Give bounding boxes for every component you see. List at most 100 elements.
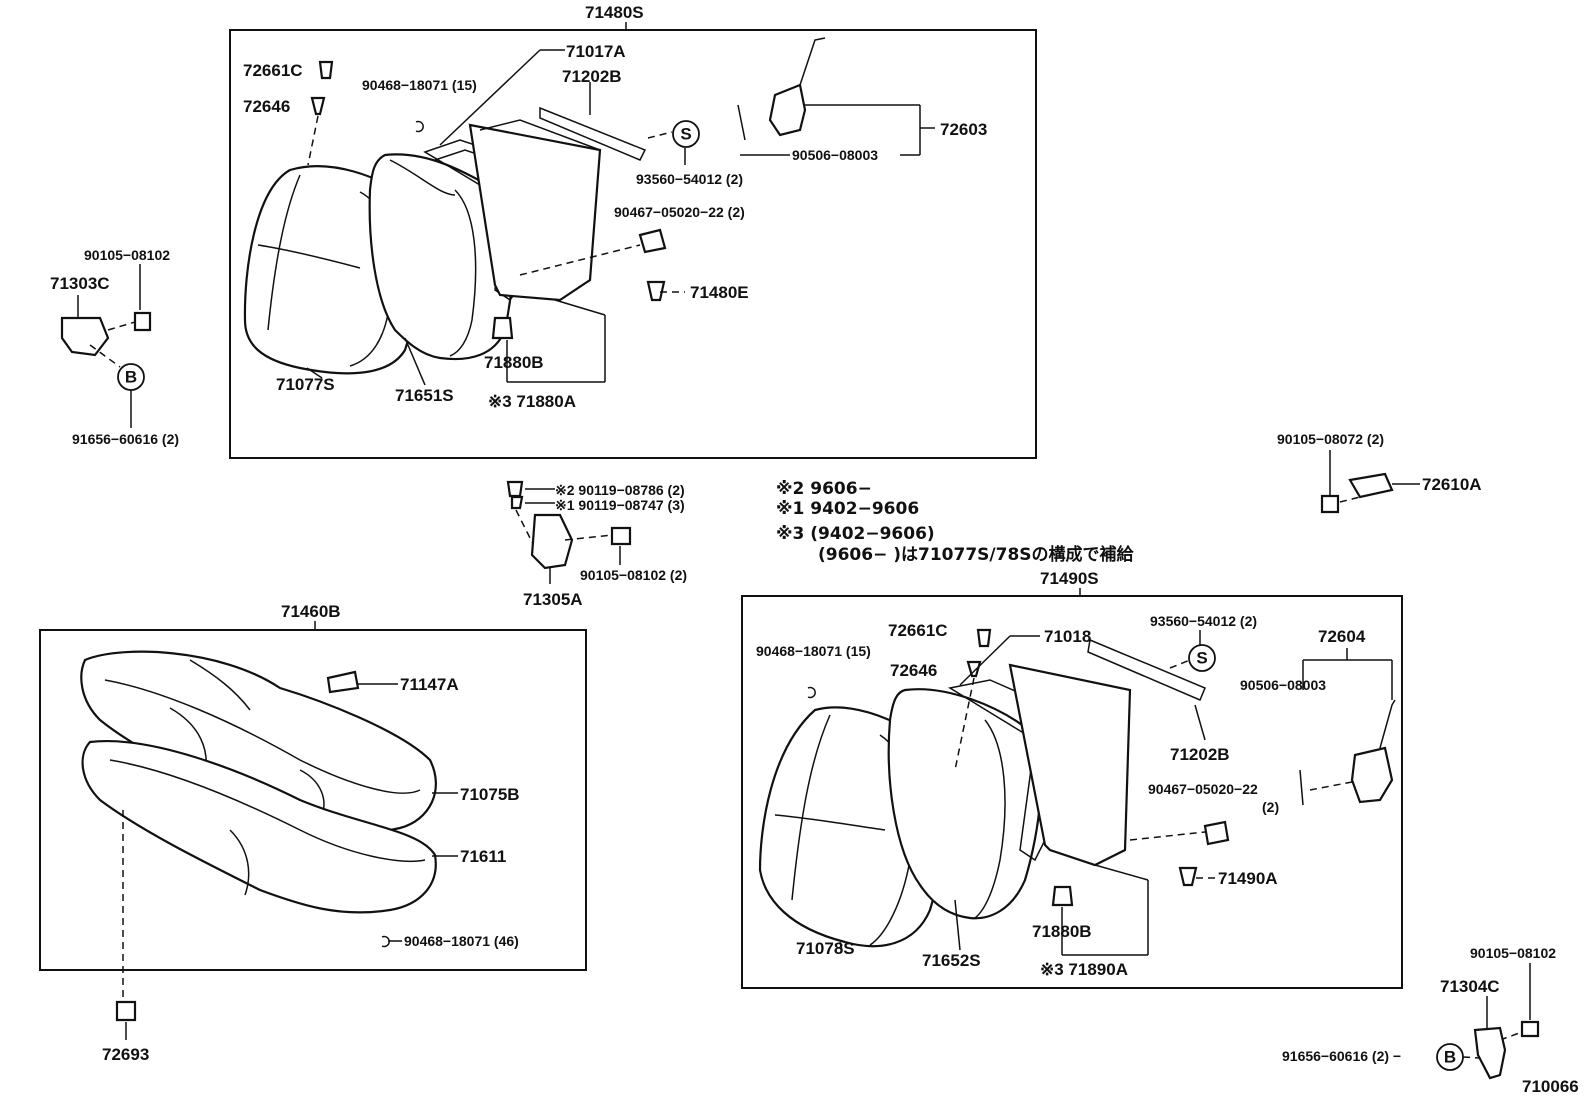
callout-s-text: S xyxy=(680,125,691,144)
bolt-90119-icon xyxy=(506,480,524,498)
label-72610A: 72610A xyxy=(1422,475,1482,494)
label-71304C: 71304C xyxy=(1440,977,1500,996)
callout-b-right-text: B xyxy=(1444,1048,1456,1067)
label-93560-54012-right: 93560−54012 (2) xyxy=(1150,613,1257,629)
label-71075B: 71075B xyxy=(460,785,520,804)
bracket-71305A-icon xyxy=(530,513,574,570)
hinge-71304C-icon xyxy=(1473,1026,1507,1080)
assembly-71480S: 71480S xyxy=(229,3,1037,459)
assembly-frame-71460B xyxy=(39,629,587,971)
label-71202B-right: 71202B xyxy=(1170,745,1230,764)
note-3b: (9606− )は71077S/78Sの構成で補給 xyxy=(818,544,1135,565)
right-top-bracket-group: 90105−08072 (2) 72610A xyxy=(1277,431,1482,514)
hog-ring-icon xyxy=(415,120,424,133)
center-bracket-group: ※2 90119−08786 (2) ※1 90119−08747 (3) 90… xyxy=(506,480,687,609)
label-71303C: 71303C xyxy=(50,274,110,293)
right-hinge-group: 90105−08102 71304C 91656−60616 (2) − B xyxy=(1282,945,1556,1080)
callout-b-left-text: B xyxy=(125,368,137,387)
label-91656-60616-left: 91656−60616 (2) xyxy=(72,431,179,447)
clip-72661C-icon xyxy=(318,60,334,80)
label-71078S: 71078S xyxy=(796,939,855,958)
assembly-title-71480S: 71480S xyxy=(585,3,644,22)
bolt-left-icon xyxy=(133,311,152,332)
assembly-title-71490S: 71490S xyxy=(1040,569,1099,588)
label-90467-qty: (2) xyxy=(1262,799,1279,815)
label-71077S: 71077S xyxy=(276,375,335,394)
label-71611: 71611 xyxy=(460,847,506,866)
label-72603: 72603 xyxy=(940,120,987,139)
guide-71880B-icon xyxy=(491,316,514,340)
label-90506-08003: 90506−08003 xyxy=(792,147,878,163)
bolt-90105-08072-icon xyxy=(1320,494,1340,514)
label-90468-18071-15: 90468−18071 (15) xyxy=(362,77,477,93)
label-90105-08102-center: 90105−08102 (2) xyxy=(580,567,687,583)
hog-ring-right-icon xyxy=(807,686,816,699)
label-72646: 72646 xyxy=(243,97,290,116)
seat-lock-72604 xyxy=(1299,699,1396,806)
assembly-title-71460B: 71460B xyxy=(281,602,341,621)
label-71018: 71018 xyxy=(1044,627,1091,646)
label-71880B: 71880B xyxy=(484,353,544,372)
figure-id: 710066 xyxy=(1522,1077,1579,1096)
label-72646-right: 72646 xyxy=(890,661,937,680)
label-90119-08747: ※1 90119−08747 (3) xyxy=(555,497,685,513)
label-71490A: 71490A xyxy=(1218,869,1278,888)
label-71017A: 71017A xyxy=(566,42,626,61)
label-72693: 72693 xyxy=(102,1045,149,1064)
callout-s-right xyxy=(1188,644,1216,672)
note-2: ※2 9606− xyxy=(776,479,872,499)
note-3a: ※3 (9402−9606) xyxy=(776,524,935,544)
clip-71490A-icon xyxy=(1178,866,1198,887)
label-71480E: 71480E xyxy=(690,283,749,302)
bolt-right-icon xyxy=(1520,1020,1540,1038)
part-72693-group: 72693 xyxy=(102,1000,149,1064)
label-71880A: ※3 71880A xyxy=(488,392,576,411)
clip-72646-icon xyxy=(310,96,326,116)
label-90105-08102-right: 90105−08102 xyxy=(1470,945,1556,961)
clip-71480E-icon xyxy=(646,280,666,302)
callout-s-right-text: S xyxy=(1196,649,1207,668)
label-71651S: 71651S xyxy=(395,386,454,405)
clip-72646-right-icon xyxy=(966,660,982,678)
label-71890A: ※3 71890A xyxy=(1040,960,1128,979)
assembly-71490S: 71490S xyxy=(741,569,1403,989)
label-93560-54012: 93560−54012 (2) xyxy=(636,171,743,187)
note-1: ※1 9402−9606 xyxy=(776,499,919,519)
label-71880B-right: 71880B xyxy=(1032,922,1092,941)
label-90468-18071-46: 90468−18071 (46) xyxy=(404,933,519,949)
screw-90467-right-icon xyxy=(1203,820,1230,846)
label-72604: 72604 xyxy=(1318,627,1366,646)
label-90506-08003-right: 90506−08003 xyxy=(1240,677,1326,693)
label-72661C-right: 72661C xyxy=(888,621,948,640)
guide-71880B-right-icon xyxy=(1051,885,1074,907)
label-90468-18071-15-right: 90468−18071 (15) xyxy=(756,643,871,659)
callout-s xyxy=(672,120,700,148)
clip-71147A-icon xyxy=(326,670,360,694)
label-90467-05020-22-right: 90467−05020−22 xyxy=(1148,781,1258,797)
label-90119-08786: ※2 90119−08786 (2) xyxy=(555,482,685,498)
left-hinge-group: 90105−08102 71303C B 91656−60616 (2) xyxy=(50,247,179,447)
label-72661C: 72661C xyxy=(243,61,303,80)
seat-cushion-pad-71611 xyxy=(81,740,437,914)
label-71652S: 71652S xyxy=(922,951,981,970)
seatback-board xyxy=(468,106,647,302)
label-71147A: 71147A xyxy=(400,675,459,694)
assembly-frame-71490S xyxy=(741,595,1403,989)
label-90105-08102-left: 90105−08102 xyxy=(84,247,170,263)
label-90467-05020-22: 90467−05020−22 (2) xyxy=(614,204,745,220)
clip-72661C-right-icon xyxy=(976,628,992,648)
screw-90467-icon xyxy=(638,228,667,254)
seat-lock-72603 xyxy=(737,37,826,141)
label-71202B: 71202B xyxy=(562,67,622,86)
hinge-71303C-icon xyxy=(60,316,110,357)
label-91656-60616-right: 91656−60616 (2) − xyxy=(1282,1048,1401,1064)
assembly-71460B: 71460B 71147A 71075B 71611 90468−18071 (… xyxy=(39,602,587,1000)
label-71305A: 71305A xyxy=(523,590,583,609)
bolt-90105-center-icon xyxy=(610,526,632,546)
assembly-frame-71480S xyxy=(229,29,1037,459)
notes-block: ※2 9606− ※1 9402−9606 ※3 (9402−9606) (96… xyxy=(776,479,1135,565)
label-90105-08072: 90105−08072 (2) xyxy=(1277,431,1384,447)
bracket-72610A-icon xyxy=(1348,472,1394,499)
clip-72693-icon xyxy=(115,1000,137,1022)
